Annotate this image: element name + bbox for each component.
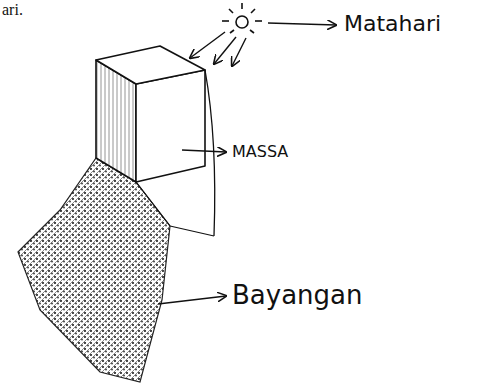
cube-mass bbox=[96, 46, 215, 236]
shadow bbox=[18, 158, 170, 382]
sun-label: Matahari bbox=[344, 12, 441, 36]
shadow-label: Bayangan bbox=[232, 281, 362, 310]
cut-caption: ari. bbox=[2, 1, 23, 19]
sun-symbol bbox=[222, 3, 262, 33]
leader-arrows bbox=[158, 150, 226, 304]
sun-rays bbox=[190, 23, 336, 66]
mass-label: MASSA bbox=[232, 143, 288, 161]
